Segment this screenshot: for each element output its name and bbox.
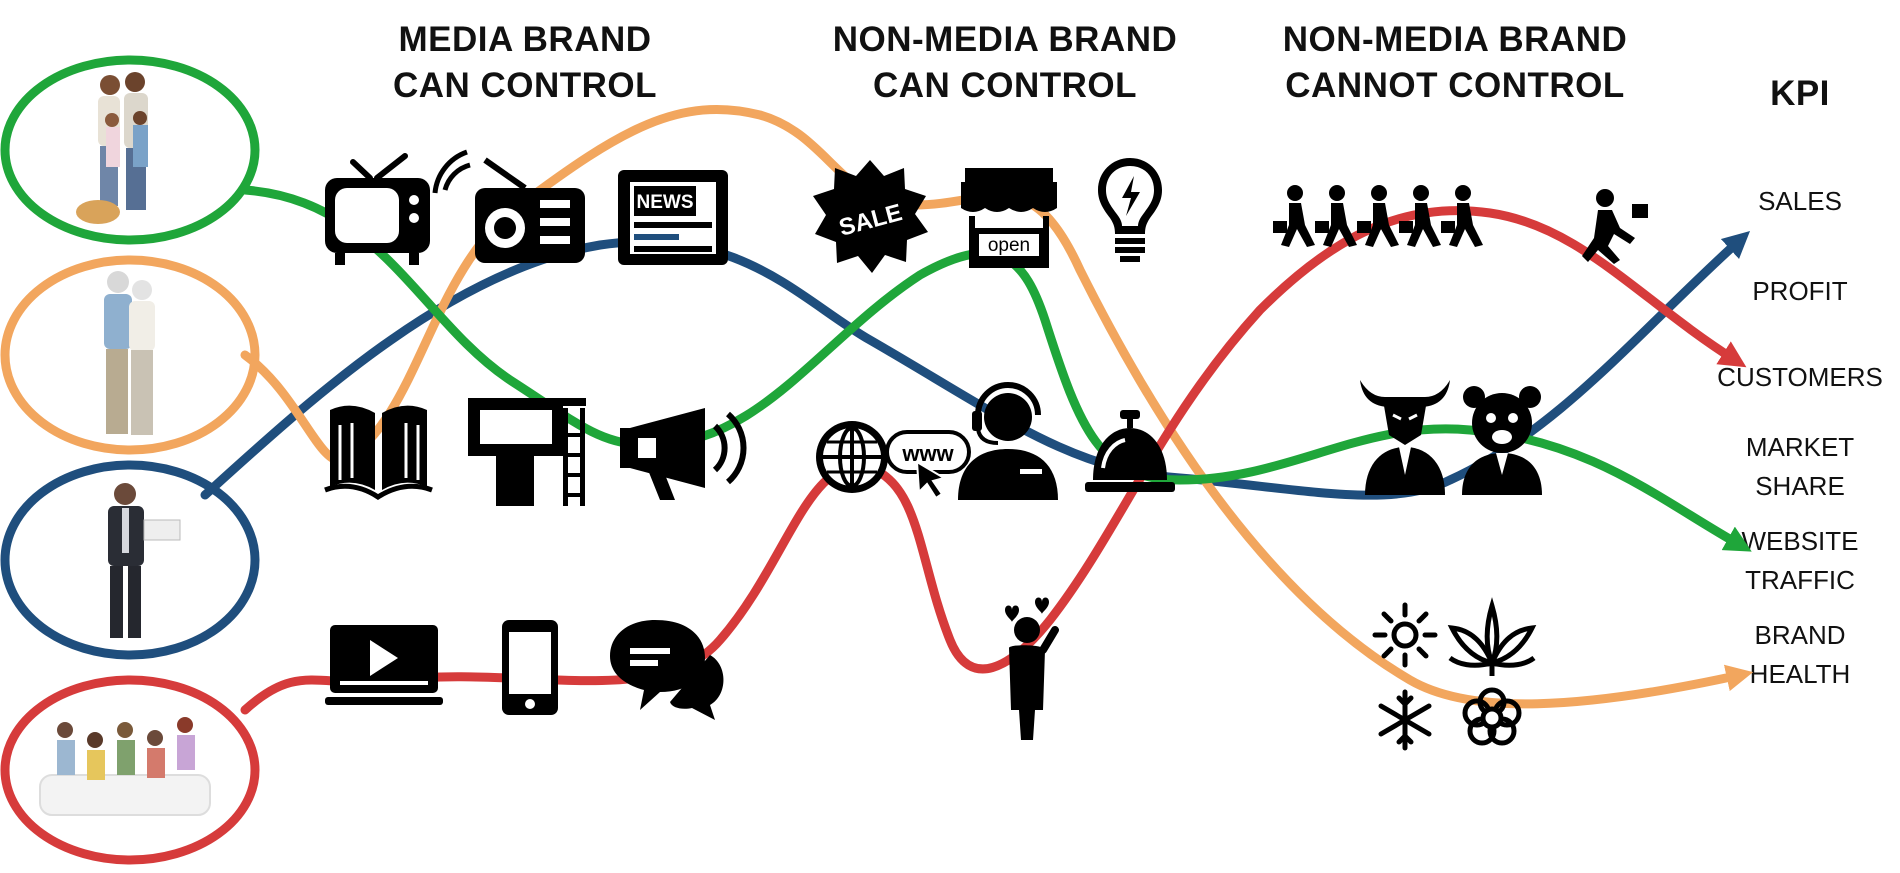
header-kpi: KPI xyxy=(1770,74,1830,113)
bull-icon xyxy=(1360,380,1450,495)
snowflake-icon xyxy=(1378,689,1432,751)
news-text: NEWS xyxy=(637,192,694,213)
leader-running-icon xyxy=(1582,189,1648,264)
audience-business-ellipse xyxy=(0,460,260,660)
kpi-brand-health: BRAND HEALTH xyxy=(1749,620,1851,689)
competitors-running-icon xyxy=(1273,185,1483,247)
kpi-profit: PROFIT xyxy=(1752,276,1848,306)
header-media-brand-can-control: MEDIA BRAND CAN CONTROL xyxy=(392,20,658,105)
sale-badge-icon: SALE xyxy=(813,160,928,273)
chat-bubbles-icon xyxy=(610,620,724,720)
megaphone-icon xyxy=(620,408,747,500)
service-bell-icon xyxy=(1085,410,1175,492)
store-icon: open xyxy=(961,168,1057,268)
leaf-season-icon xyxy=(1447,597,1537,676)
audience-youth-ellipse xyxy=(0,675,260,865)
bear-icon xyxy=(1462,386,1542,495)
support-agent-icon xyxy=(958,382,1058,500)
kpi-sales: SALES xyxy=(1758,186,1842,216)
newspaper-icon: NEWS xyxy=(618,170,728,265)
billboard-icon xyxy=(468,398,586,506)
kpi-market-share: MARKET SHARE xyxy=(1745,432,1855,501)
person-love-icon xyxy=(1005,597,1059,740)
audience-seniors-ellipse xyxy=(0,255,260,455)
businessman-photo xyxy=(108,483,181,638)
book-icon xyxy=(324,405,433,500)
header-nonmedia-brand-cannot-control: NON-MEDIA BRAND CANNOT CONTROL xyxy=(1282,20,1628,105)
flower-icon xyxy=(1462,687,1522,746)
kpi-website-traffic: WEBSITE TRAFFIC xyxy=(1741,526,1859,595)
lightbulb-icon xyxy=(1098,158,1162,262)
smartphone-icon xyxy=(502,620,558,715)
young-adults-photo xyxy=(39,717,211,816)
globe-www-icon: www xyxy=(816,421,971,500)
open-text: open xyxy=(988,235,1030,256)
family-photo xyxy=(76,72,148,224)
radio-icon xyxy=(432,149,585,263)
video-player-icon xyxy=(325,625,443,705)
header-nonmedia-brand-can-control: NON-MEDIA BRAND CAN CONTROL xyxy=(832,20,1178,105)
seniors-photo xyxy=(104,271,155,435)
tv-icon xyxy=(325,153,430,265)
sun-weather-icon xyxy=(1372,602,1438,668)
audience-family-ellipse xyxy=(0,55,260,245)
www-text: www xyxy=(901,441,954,466)
